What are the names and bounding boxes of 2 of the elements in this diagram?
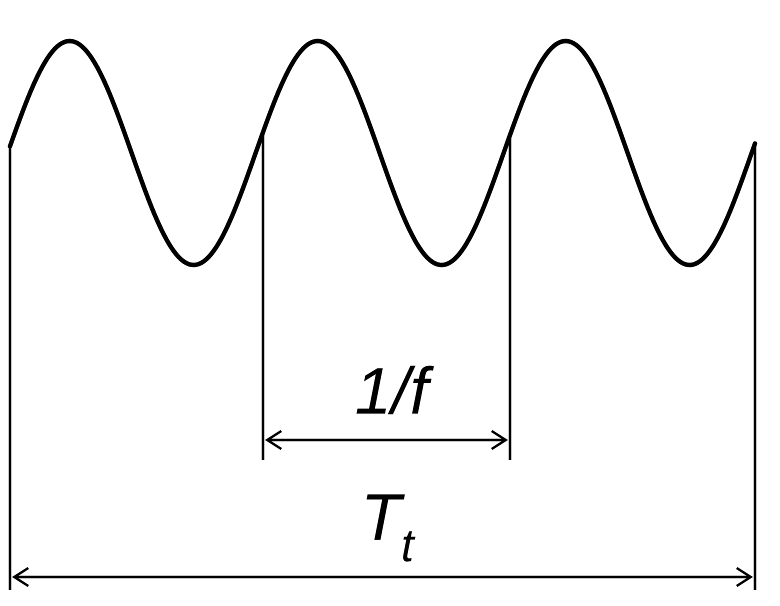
dimension-label: T$_{t}$ bbox=[366, 494, 416, 562]
dimension-label: 1/f bbox=[356, 366, 434, 414]
